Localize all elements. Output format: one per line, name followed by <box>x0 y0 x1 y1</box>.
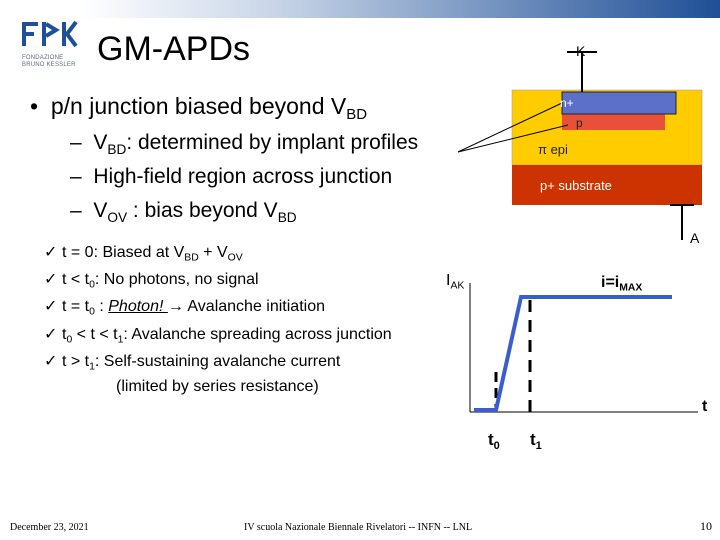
substrate-region <box>512 165 702 205</box>
check-icon: ✓ <box>44 353 58 370</box>
check-icon: ✓ <box>44 271 58 288</box>
p-region <box>562 112 665 130</box>
pointer-line-top <box>457 102 563 153</box>
dash-item: – VBD: determined by implant profiles <box>70 131 419 157</box>
check-item: ✓t = 0: Biased at VBD + VOV <box>44 244 243 264</box>
pi-epi-label: π epi <box>538 142 568 157</box>
check-item: ✓t > t1: Self-sustaining avalanche curre… <box>44 353 341 373</box>
substrate-label: p+ substrate <box>540 178 612 193</box>
dash-item: – VOV : bias beyond VBD <box>70 199 297 225</box>
arrow-icon: → <box>167 298 184 315</box>
p-label: p <box>576 116 583 130</box>
logo-org-name: FONDAZIONE BRUNO KESSLER <box>22 55 76 68</box>
check-item: ✓t < t0: No photons, no signal <box>44 271 259 291</box>
footer-date: December 23, 2021 <box>10 522 89 533</box>
check-icon: ✓ <box>44 326 58 343</box>
x-axis-label: t <box>702 398 708 415</box>
footer-center: IV scuola Nazionale Biennale Rivelatori … <box>244 522 473 533</box>
n-plus-label: n+ <box>560 96 574 110</box>
check-item: ✓t = t0 : Photon! → Avalanche initiation <box>44 298 325 318</box>
check-icon: ✓ <box>44 298 58 315</box>
y-axis-label: IAK <box>446 272 465 292</box>
cathode-label: K <box>576 43 586 59</box>
n-plus-region <box>561 91 677 115</box>
fbk-logo <box>22 18 84 72</box>
pointer-line-bottom <box>457 124 569 153</box>
anode-label: A <box>690 230 700 246</box>
check-item: ✓t0 < t < t1: Avalanche spreading across… <box>44 326 392 346</box>
t0-label: t0 <box>488 430 500 452</box>
slide-title: GM-APDs <box>97 30 250 68</box>
t1-label: t1 <box>530 430 542 452</box>
current-curve <box>474 295 672 412</box>
note-text: (limited by series resistance) <box>116 378 319 395</box>
page-number: 10 <box>700 519 712 533</box>
imax-label: i=iMAX <box>601 274 643 294</box>
dash-item: – High-field region across junction <box>70 165 393 188</box>
check-icon: ✓ <box>44 244 58 261</box>
main-bullet: • p/n junction biased beyond VBD <box>30 93 367 124</box>
header-bar <box>80 0 720 18</box>
